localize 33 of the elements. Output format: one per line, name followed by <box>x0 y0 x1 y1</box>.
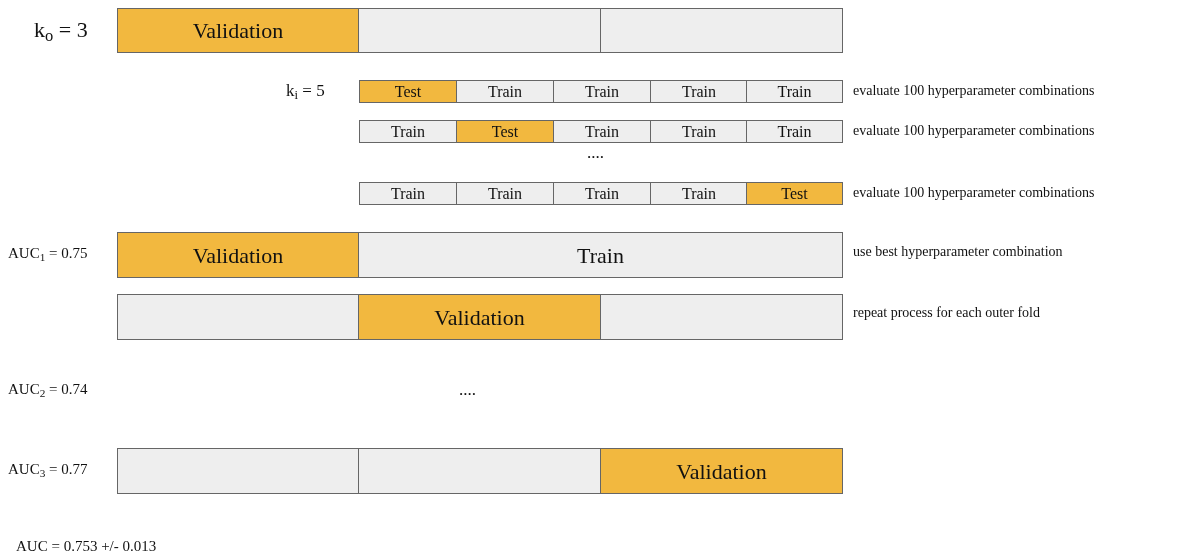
fold-cell: Validation <box>117 8 359 53</box>
fold-cell: Train <box>553 182 651 205</box>
score-label: AUC$_{3}$ = 0.77 <box>8 460 88 479</box>
fold-count-label: k$_{i}$ = 5 <box>286 80 325 102</box>
fold-cell: Validation <box>600 448 843 494</box>
fold-cell: Train <box>456 182 554 205</box>
fold-cell: Train <box>650 80 748 103</box>
fold-cell: Train <box>746 120 843 143</box>
fold-cell: Train <box>746 80 843 103</box>
score-label: AUC$_{2}$ = 0.74 <box>8 380 88 399</box>
fold-cell: Test <box>746 182 843 205</box>
fold-cell: Train <box>650 182 748 205</box>
ellipsis-text: .... <box>459 379 476 401</box>
fold-cell: Train <box>359 120 457 143</box>
note-text: evaluate 100 hyperparameter combinations <box>853 184 1095 202</box>
fold-cell: Train <box>553 120 651 143</box>
note-text: evaluate 100 hyperparameter combinations <box>853 122 1095 140</box>
fold-cell: Validation <box>117 232 359 278</box>
fold-cell: Test <box>456 120 554 143</box>
fold-cell: Train <box>358 232 843 278</box>
note-text: evaluate 100 hyperparameter combinations <box>853 82 1095 100</box>
fold-cell: Validation <box>358 294 601 340</box>
result-text: AUC = 0.753 +/- 0.013 <box>16 537 157 556</box>
fold-count-label: k$_{o}$ = 3 <box>34 16 88 44</box>
note-text: repeat process for each outer fold <box>853 304 1040 322</box>
fold-cell: Train <box>553 80 651 103</box>
note-text: use best hyperparameter combination <box>853 243 1063 261</box>
fold-cell: Train <box>650 120 748 143</box>
fold-cell: Train <box>456 80 554 103</box>
ellipsis-text: .... <box>587 142 604 164</box>
score-label: AUC$_{1}$ = 0.75 <box>8 244 88 263</box>
fold-cell: Train <box>359 182 457 205</box>
fold-cell: Test <box>359 80 457 103</box>
